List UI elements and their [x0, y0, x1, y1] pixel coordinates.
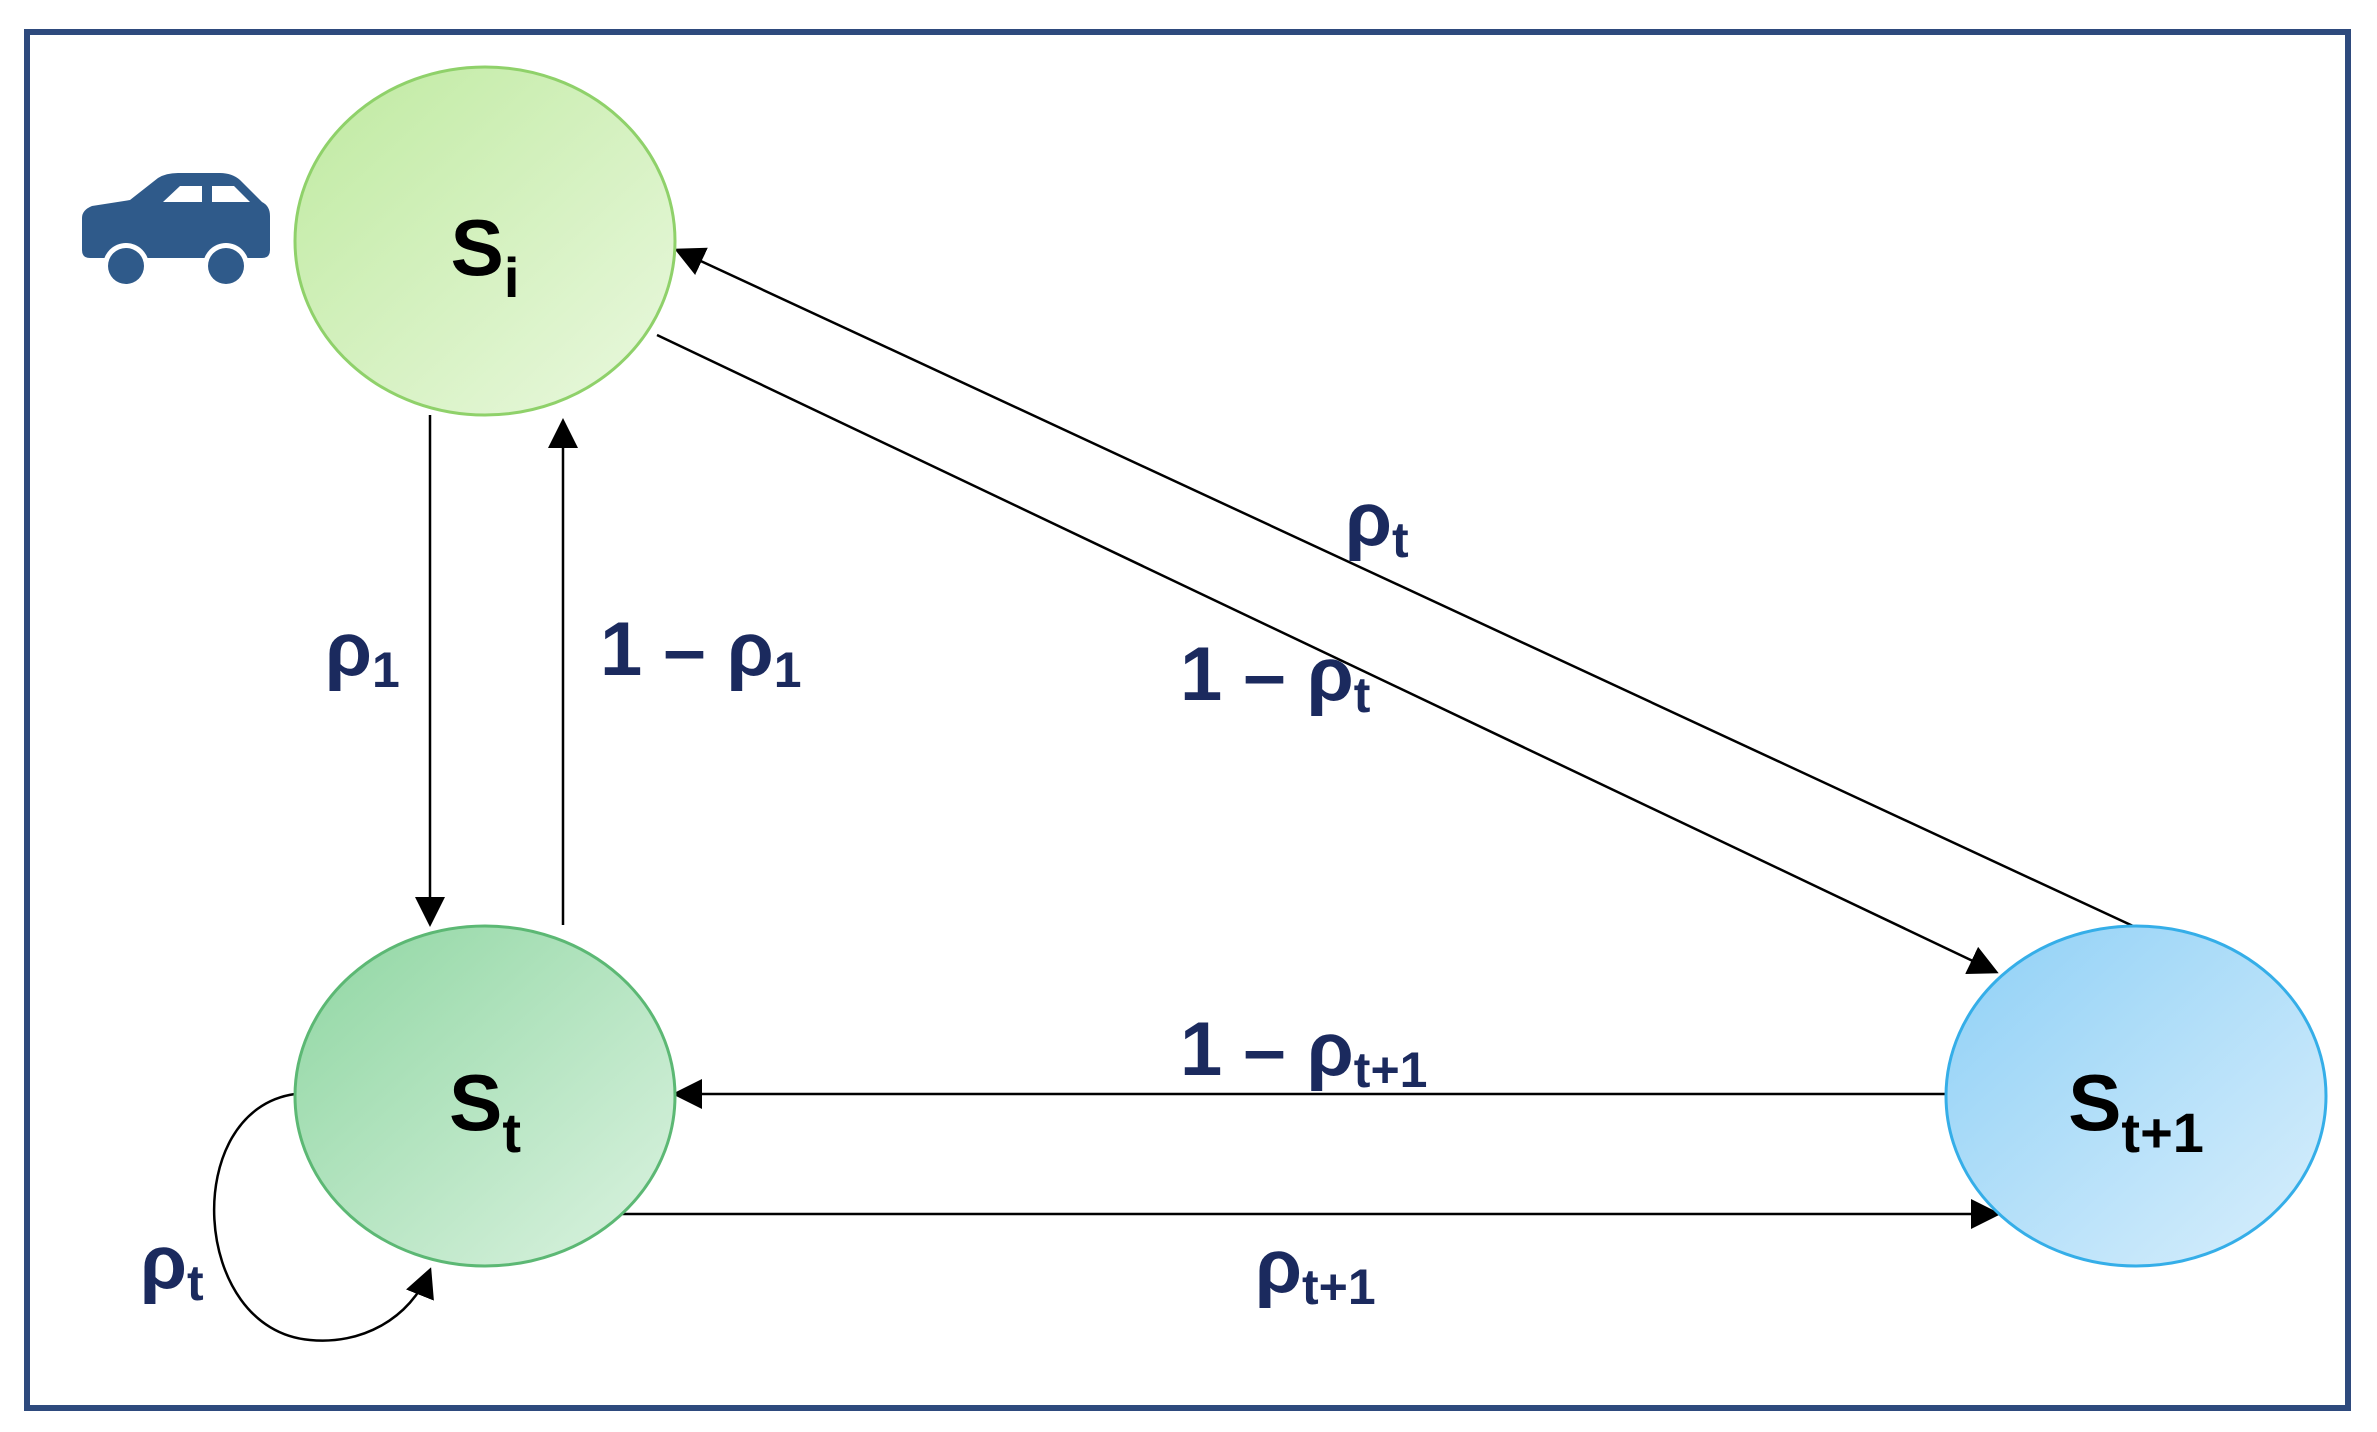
node-st1-label: S — [2068, 1058, 2121, 1147]
node-si-label: S — [451, 203, 504, 292]
node-si-subscript: i — [504, 246, 520, 309]
edge-label-st1-to-st: 1 – ρt+1 — [1180, 1007, 1427, 1098]
edge-label-st-to-st1: ρt+1 — [1255, 1224, 1376, 1315]
node-st1: St+1 — [1944, 924, 2328, 1268]
diagram-frame — [24, 29, 2351, 1411]
edge-si-to-st1 — [656, 333, 1999, 974]
svg-text:St: St — [449, 1058, 521, 1164]
node-st-subscript: t — [502, 1101, 521, 1164]
node-st: St — [293, 924, 677, 1268]
edge-label-st-to-si: 1 – ρ1 — [600, 607, 802, 698]
svg-text:Si: Si — [451, 203, 520, 309]
edge-label-si-to-st: ρ1 — [325, 607, 400, 698]
node-st-label: S — [449, 1058, 502, 1147]
edge-st1-to-si — [674, 247, 2134, 928]
car-icon — [82, 173, 270, 289]
svg-text:St+1: St+1 — [2068, 1058, 2204, 1164]
edge-st-self-loop — [213, 1092, 434, 1342]
edge-label-st1-to-si: ρt — [1345, 477, 1409, 568]
edge-label-st-self: ρt — [140, 1220, 204, 1311]
edge-label-si-to-st1: 1 – ρt — [1180, 632, 1371, 723]
node-st1-subscript: t+1 — [2121, 1101, 2204, 1164]
node-si: Si — [293, 65, 677, 417]
